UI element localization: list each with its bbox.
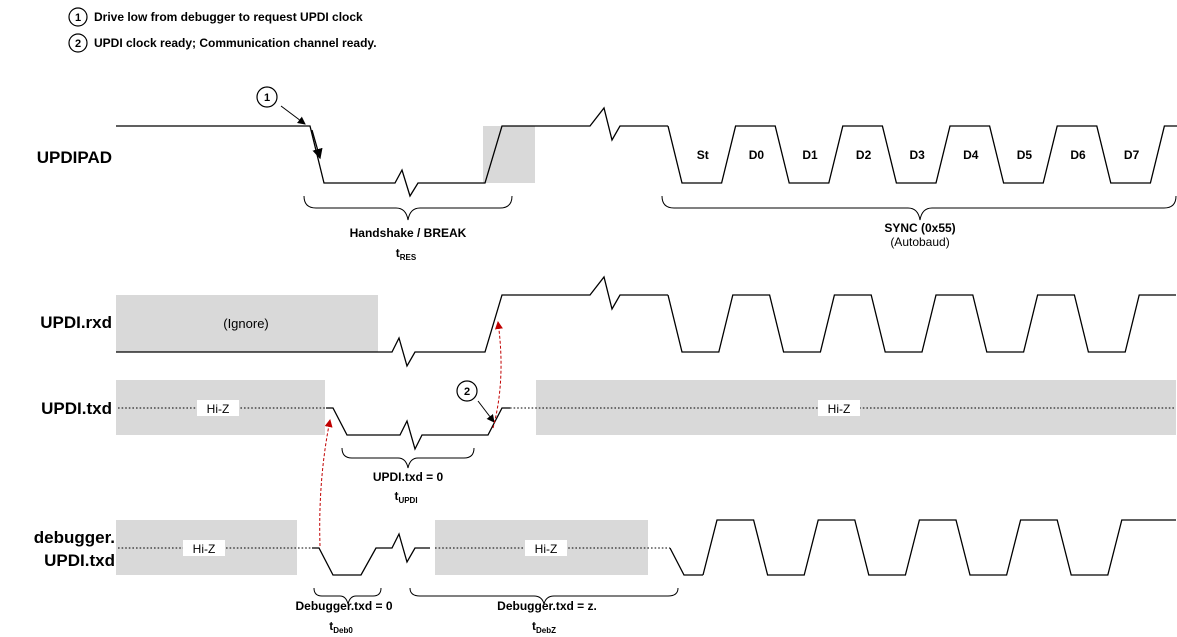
legend-marker-2: 2 bbox=[75, 38, 81, 50]
sync-bit-label: D6 bbox=[1070, 148, 1086, 162]
sync-bit-label: D5 bbox=[1017, 148, 1033, 162]
debugger-waveform: Hi-Z Hi-Z Debugger.txd = 0 tDeb0 Debugge… bbox=[116, 519, 1176, 635]
sync-bit-label: St bbox=[697, 148, 709, 162]
sync-bit-label: D2 bbox=[856, 148, 872, 162]
rxd-ignore-shade bbox=[116, 295, 378, 352]
rxd-bit-line bbox=[667, 294, 1176, 353]
txd-waveform: Hi-Z Hi-Z UPDI.txd = 0 tUPDI bbox=[116, 380, 1176, 505]
legend: 1 Drive low from debugger to request UPD… bbox=[68, 7, 377, 53]
marker-2: 2 bbox=[456, 380, 495, 423]
autobaud-label: (Autobaud) bbox=[890, 235, 949, 249]
handshake-label: Handshake / BREAK bbox=[350, 226, 467, 240]
txd-hiz-label-left: Hi-Z bbox=[207, 402, 230, 416]
ignore-label: (Ignore) bbox=[223, 316, 269, 331]
debugger-bit-waveform bbox=[702, 519, 1176, 576]
debugger-z-label: Debugger.txd = z. bbox=[497, 599, 597, 613]
sync-bit-line bbox=[667, 125, 1177, 184]
txd-hiz-label-right: Hi-Z bbox=[828, 402, 851, 416]
debugger-zero-label: Debugger.txd = 0 bbox=[295, 599, 392, 613]
txd-zero-label: UPDI.txd = 0 bbox=[373, 470, 444, 484]
sync-label: SYNC (0x55) bbox=[884, 221, 955, 235]
legend-text-1: Drive low from debugger to request UPDI … bbox=[94, 10, 363, 24]
rxd-bit-waveform bbox=[667, 294, 1176, 353]
red-arrow-txd-to-rxd bbox=[492, 321, 503, 429]
updipad-shade bbox=[483, 126, 535, 183]
t-updi-label: tUPDI bbox=[394, 489, 417, 505]
sync-bit-label: D7 bbox=[1124, 148, 1140, 162]
sync-bit-waveform: StD0D1D2D3D4D5D6D7Sp bbox=[667, 125, 1177, 184]
t-debz-label: tDebZ bbox=[532, 619, 556, 635]
svg-text:1: 1 bbox=[264, 92, 270, 104]
sync-bit-label: D4 bbox=[963, 148, 979, 162]
signal-label-debugger-line1: debugger. bbox=[34, 528, 115, 547]
marker-1: 1 bbox=[256, 86, 323, 160]
svg-text:2: 2 bbox=[464, 386, 470, 398]
updipad-waveform: StD0D1D2D3D4D5D6D7Sp Handshake / BREAK t… bbox=[116, 106, 1177, 262]
t-deb0-label: tDeb0 bbox=[329, 619, 353, 635]
rxd-waveform: (Ignore) bbox=[116, 275, 1176, 368]
red-arrow-debugger-to-txd bbox=[319, 419, 333, 547]
signal-label-updipad: UPDIPAD bbox=[37, 148, 112, 167]
signal-label-rxd: UPDI.rxd bbox=[40, 313, 112, 332]
t-res-label: tRES bbox=[396, 246, 417, 262]
signal-label-debugger-line2: UPDI.txd bbox=[44, 551, 115, 570]
sync-bit-label: D1 bbox=[802, 148, 818, 162]
debugger-bit-line bbox=[702, 519, 1176, 576]
debugger-hiz-label-left: Hi-Z bbox=[193, 542, 216, 556]
sync-bit-label: D0 bbox=[749, 148, 765, 162]
sync-bit-label: D3 bbox=[910, 148, 926, 162]
debugger-hiz-label-middle: Hi-Z bbox=[535, 542, 558, 556]
legend-marker-1: 1 bbox=[75, 12, 81, 24]
legend-text-2: UPDI clock ready; Communication channel … bbox=[94, 36, 377, 50]
signal-label-txd: UPDI.txd bbox=[41, 399, 112, 418]
